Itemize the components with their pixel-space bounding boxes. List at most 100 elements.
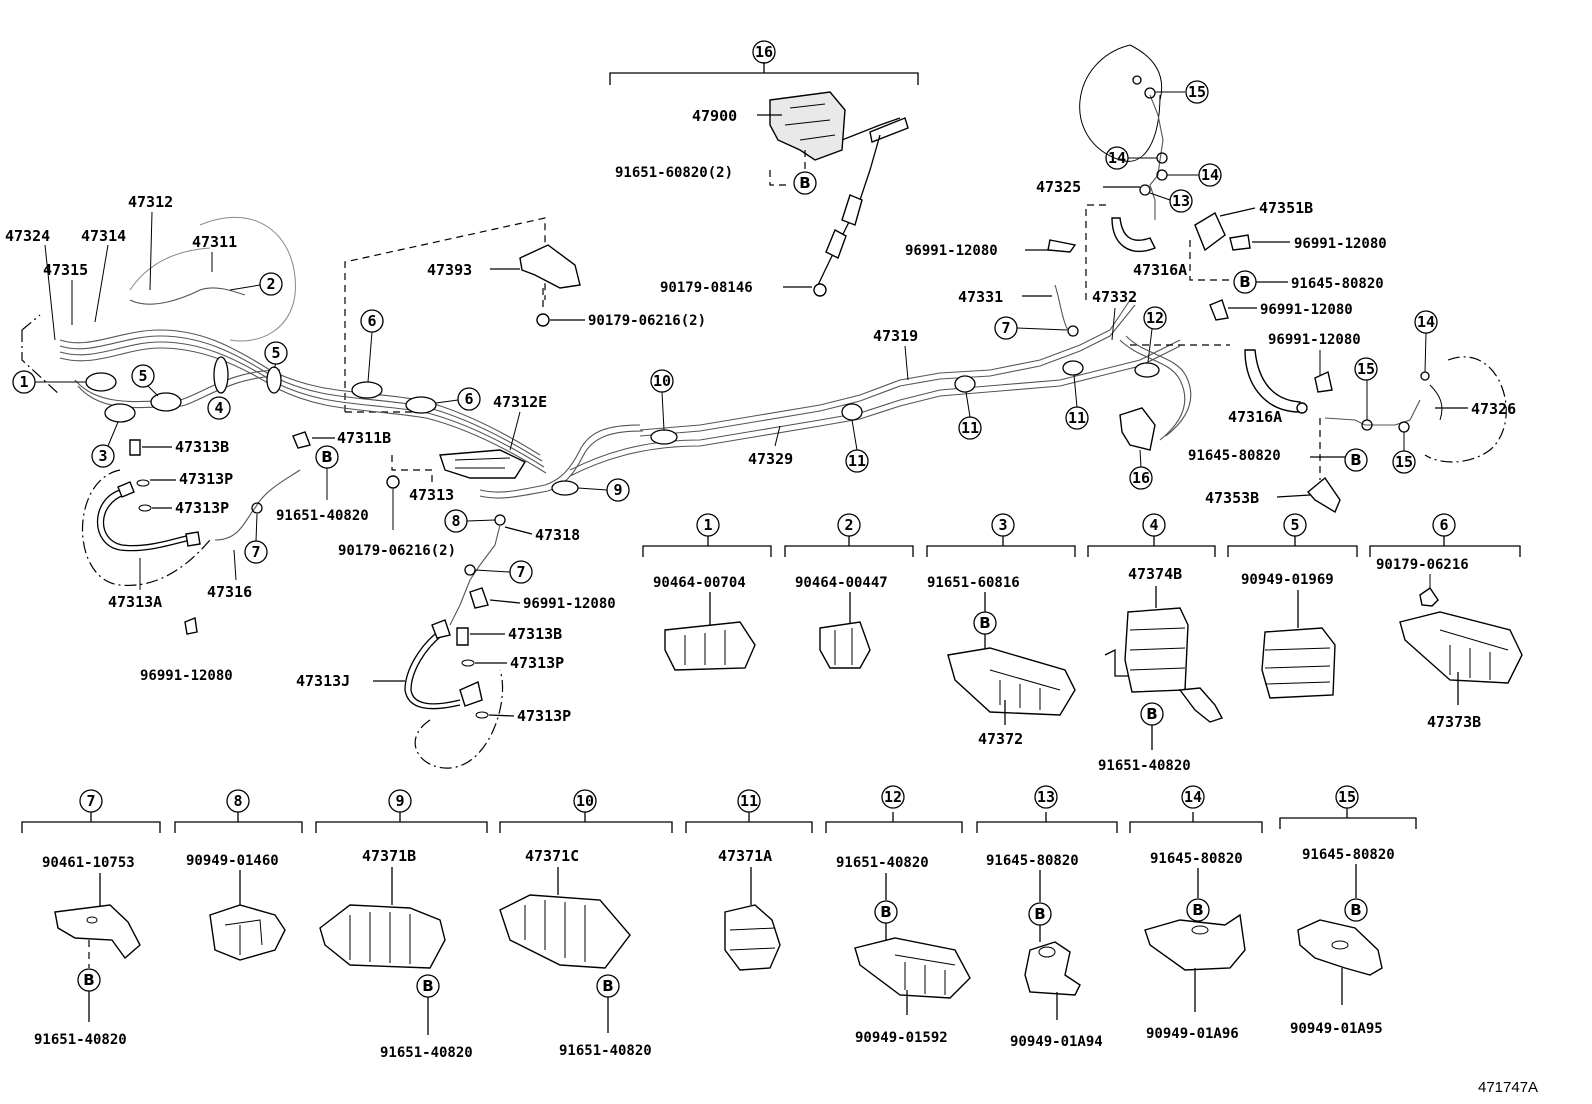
bolt-symbol-b: B — [83, 971, 94, 989]
label-47326: 47326 — [1471, 400, 1516, 418]
callout-16-top: 16 — [755, 43, 773, 61]
detail-box-14: 14 91645-80820 B 90949-01A96 — [1129, 785, 1263, 1042]
label-47331: 47331 — [958, 288, 1003, 306]
detail-4-part-b: 91651-40820 — [1098, 758, 1191, 774]
callout-3: 3 — [98, 447, 107, 465]
detail-9-part-a: 47371B — [362, 847, 416, 865]
label-47353B: 47353B — [1205, 489, 1259, 507]
detail-12-number: 12 — [884, 788, 902, 806]
label-47329: 47329 — [748, 450, 793, 468]
diagram-code: 471747A — [1478, 1079, 1538, 1096]
detail-6-number: 6 — [1439, 516, 1448, 534]
callout-10: 10 — [653, 372, 671, 390]
detail-14-part-b: 90949-01A96 — [1146, 1026, 1239, 1042]
label-47318: 47318 — [535, 526, 580, 544]
label-47316: 47316 — [207, 583, 252, 601]
label-47900: 47900 — [692, 107, 737, 125]
callout-15-top: 15 — [1188, 83, 1206, 101]
detail-5-part-a: 90949-01969 — [1241, 572, 1334, 588]
label-47314: 47314 — [81, 227, 126, 245]
label-47316A-a: 47316A — [1133, 261, 1187, 279]
detail-box-15: 15 91645-80820 B 90949-01A95 — [1279, 785, 1417, 1037]
callout-15-right2: 15 — [1395, 453, 1413, 471]
label-91651-40820-a: 91651-40820 — [276, 508, 369, 524]
label-47324: 47324 — [5, 227, 50, 245]
bolt-symbol-b: B — [1239, 273, 1250, 291]
callout-16-mid: 16 — [1132, 469, 1150, 487]
bolt-symbol-b: B — [1146, 705, 1157, 723]
detail-box-10: 10 47371C B 91651-40820 — [499, 789, 673, 1059]
label-96991-12080-e: 96991-12080 — [1260, 302, 1353, 318]
callout-4: 4 — [214, 399, 223, 417]
detail-10-part-b: 91651-40820 — [559, 1043, 652, 1059]
detail-box-8: 8 90949-01460 — [174, 789, 303, 961]
detail-box-9: 9 47371B B 91651-40820 — [315, 789, 488, 1061]
group-center-left: 47313 90179-06216(2) 47312E 9 8 47318 7 … — [296, 393, 644, 769]
detail-10-part-a: 47371C — [525, 847, 579, 865]
bolt-symbol-b: B — [1034, 905, 1045, 923]
group-rear-right: 96991-12080 47316A 15 15 14 47326 B 9164… — [1188, 310, 1516, 514]
group-47393: 47393 90179-06216(2) — [344, 217, 706, 413]
callout-2: 2 — [266, 275, 275, 293]
detail-box-7: 7 90461-10753 B 91651-40820 — [21, 789, 161, 1048]
label-90179-08146: 90179-08146 — [660, 280, 753, 296]
bolt-symbol-b: B — [880, 903, 891, 921]
detail-8-number: 8 — [233, 792, 242, 810]
detail-15-number: 15 — [1338, 788, 1356, 806]
group-top-right: 15 14 14 47325 13 47351B 96991-12080 969… — [905, 44, 1387, 490]
label-90179-06216-2a: 90179-06216(2) — [588, 313, 706, 329]
callout-12: 12 — [1146, 309, 1164, 327]
detail-4-part-a: 47374B — [1128, 565, 1182, 583]
label-47325: 47325 — [1036, 178, 1081, 196]
group-flex-hose-left: 47313B 47313P 47313P 47313A 47316 7 9699… — [82, 429, 391, 684]
detail-11-number: 11 — [740, 792, 758, 810]
callout-11c: 11 — [1068, 409, 1086, 427]
bolt-symbol-b: B — [1192, 901, 1203, 919]
detail-12-part-a: 91651-40820 — [836, 855, 929, 871]
label-47313A: 47313A — [108, 593, 162, 611]
detail-13-part-a: 91645-80820 — [986, 853, 1079, 869]
group-front-left: 47324 47314 47312 47311 47315 2 1 — [5, 193, 547, 474]
label-96991-12080-a: 96991-12080 — [140, 668, 233, 684]
label-47313B-b: 47313B — [508, 625, 562, 643]
master-cylinder-part — [769, 91, 846, 161]
detail-14-number: 14 — [1184, 788, 1202, 806]
callout-5b: 5 — [138, 367, 147, 385]
detail-9-part-b: 91651-40820 — [380, 1045, 473, 1061]
detail-3-part-a: 91651-60816 — [927, 575, 1020, 591]
group-main-pipes: 10 11 11 11 47329 47319 — [569, 299, 1181, 477]
bolt-symbol-b: B — [602, 977, 613, 995]
detail-15-part-a: 91645-80820 — [1302, 847, 1395, 863]
label-91645-80820-a: 91645-80820 — [1291, 276, 1384, 292]
detail-7-number: 7 — [86, 792, 95, 810]
detail-4-number: 4 — [1149, 516, 1158, 534]
callout-7c: 7 — [1001, 319, 1010, 337]
callout-6b: 6 — [464, 390, 473, 408]
detail-box-5: 5 90949-01969 — [1227, 513, 1358, 699]
detail-3-number: 3 — [998, 516, 1007, 534]
bolt-symbol-b: B — [1350, 451, 1361, 469]
detail-box-13: 13 91645-80820 B 90949-01A94 — [976, 785, 1118, 1050]
label-91651-60820-2: 91651-60820(2) — [615, 165, 733, 181]
detail-6-part-b: 47373B — [1427, 713, 1481, 731]
label-96991-12080-b: 96991-12080 — [523, 596, 616, 612]
detail-2-number: 2 — [844, 516, 853, 534]
label-96991-12080-d: 96991-12080 — [905, 243, 998, 259]
callout-13-top: 13 — [1172, 192, 1190, 210]
bolt-symbol-b: B — [799, 174, 810, 192]
label-47351B: 47351B — [1259, 199, 1313, 217]
detail-6-part-a: 90179-06216 — [1376, 557, 1469, 573]
label-47312: 47312 — [128, 193, 173, 211]
detail-1-part-a: 90464-00704 — [653, 575, 746, 591]
callout-8: 8 — [451, 512, 460, 530]
label-90179-06216-2b: 90179-06216(2) — [338, 543, 456, 559]
callout-7a: 7 — [251, 543, 260, 561]
detail-15-part-b: 90949-01A95 — [1290, 1021, 1383, 1037]
callout-15-right: 15 — [1357, 360, 1375, 378]
detail-13-part-b: 90949-01A94 — [1010, 1034, 1103, 1050]
detail-7-part-b: 91651-40820 — [34, 1032, 127, 1048]
detail-12-part-b: 90949-01592 — [855, 1030, 948, 1046]
detail-1-number: 1 — [703, 516, 712, 534]
label-47313P-a: 47313P — [179, 470, 233, 488]
